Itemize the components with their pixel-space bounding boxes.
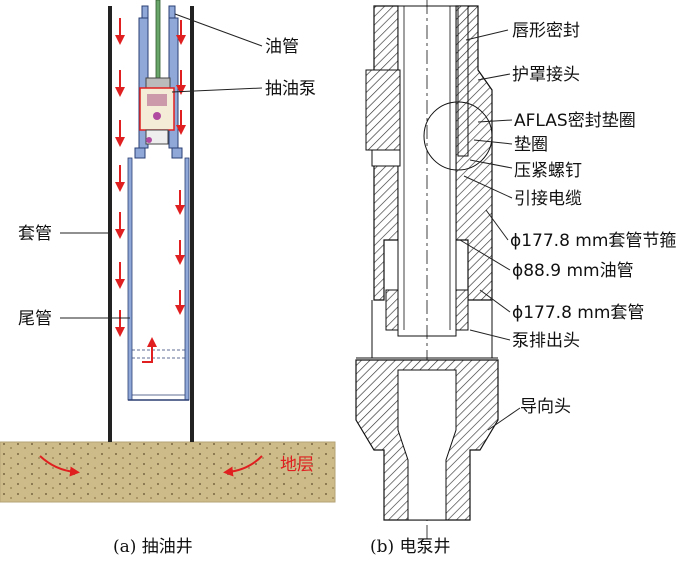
- label-guide-head: 导向头: [520, 397, 571, 417]
- casing-wall-right: [190, 6, 194, 442]
- formation-band: [0, 441, 336, 503]
- seal-detail-circle: [423, 101, 493, 171]
- tail-pipe: [127, 157, 190, 401]
- casing-wall-left: [108, 6, 112, 442]
- curved-arrow-icon: [39, 455, 80, 477]
- label-pump: 抽油泵: [265, 79, 316, 99]
- label-set-screw: 压紧螺钉: [514, 161, 582, 181]
- leaders-a: [60, 13, 263, 319]
- coupling-block: [365, 69, 401, 151]
- flow-arrows: [39, 18, 263, 477]
- label-shield-joint: 护罩接头: [512, 65, 580, 85]
- panel-a: 油管 抽油泵 套管 尾管 地层 (a) 抽油井: [0, 0, 336, 557]
- pump: [139, 77, 175, 145]
- tubing: [134, 5, 183, 159]
- label-tail-pipe: 尾管: [18, 309, 52, 329]
- label-casing-1778: ϕ177.8 mm套管: [512, 303, 644, 323]
- curved-arrow-icon: [223, 455, 263, 477]
- label-aflas-seal: AFLAS密封垫圈: [514, 111, 636, 131]
- label-tubing-889: ϕ88.9 mm油管: [512, 261, 634, 281]
- label-lip-seal: 唇形密封: [512, 21, 580, 41]
- up-turn-arrow-icon: [142, 337, 157, 363]
- label-washer: 垫圈: [514, 135, 548, 155]
- panel-b: 唇形密封 护罩接头 AFLAS密封垫圈 垫圈 压紧螺钉 引接电缆 ϕ177.8 …: [355, 0, 676, 557]
- label-casing: 套管: [18, 224, 52, 244]
- caption-a: (a) 抽油井: [113, 537, 193, 557]
- leaders-b: [459, 29, 521, 431]
- sucker-rod: [155, 0, 161, 79]
- label-casing-coupling: ϕ177.8 mm套管节箍: [510, 231, 676, 251]
- label-formation: 地层: [280, 455, 314, 475]
- label-lead-cable: 引接电缆: [514, 189, 582, 209]
- label-pump-discharge: 泵排出头: [512, 331, 580, 351]
- cable: [457, 5, 469, 157]
- label-tubing: 油管: [265, 37, 299, 57]
- caption-b: (b) 电泵井: [370, 537, 451, 557]
